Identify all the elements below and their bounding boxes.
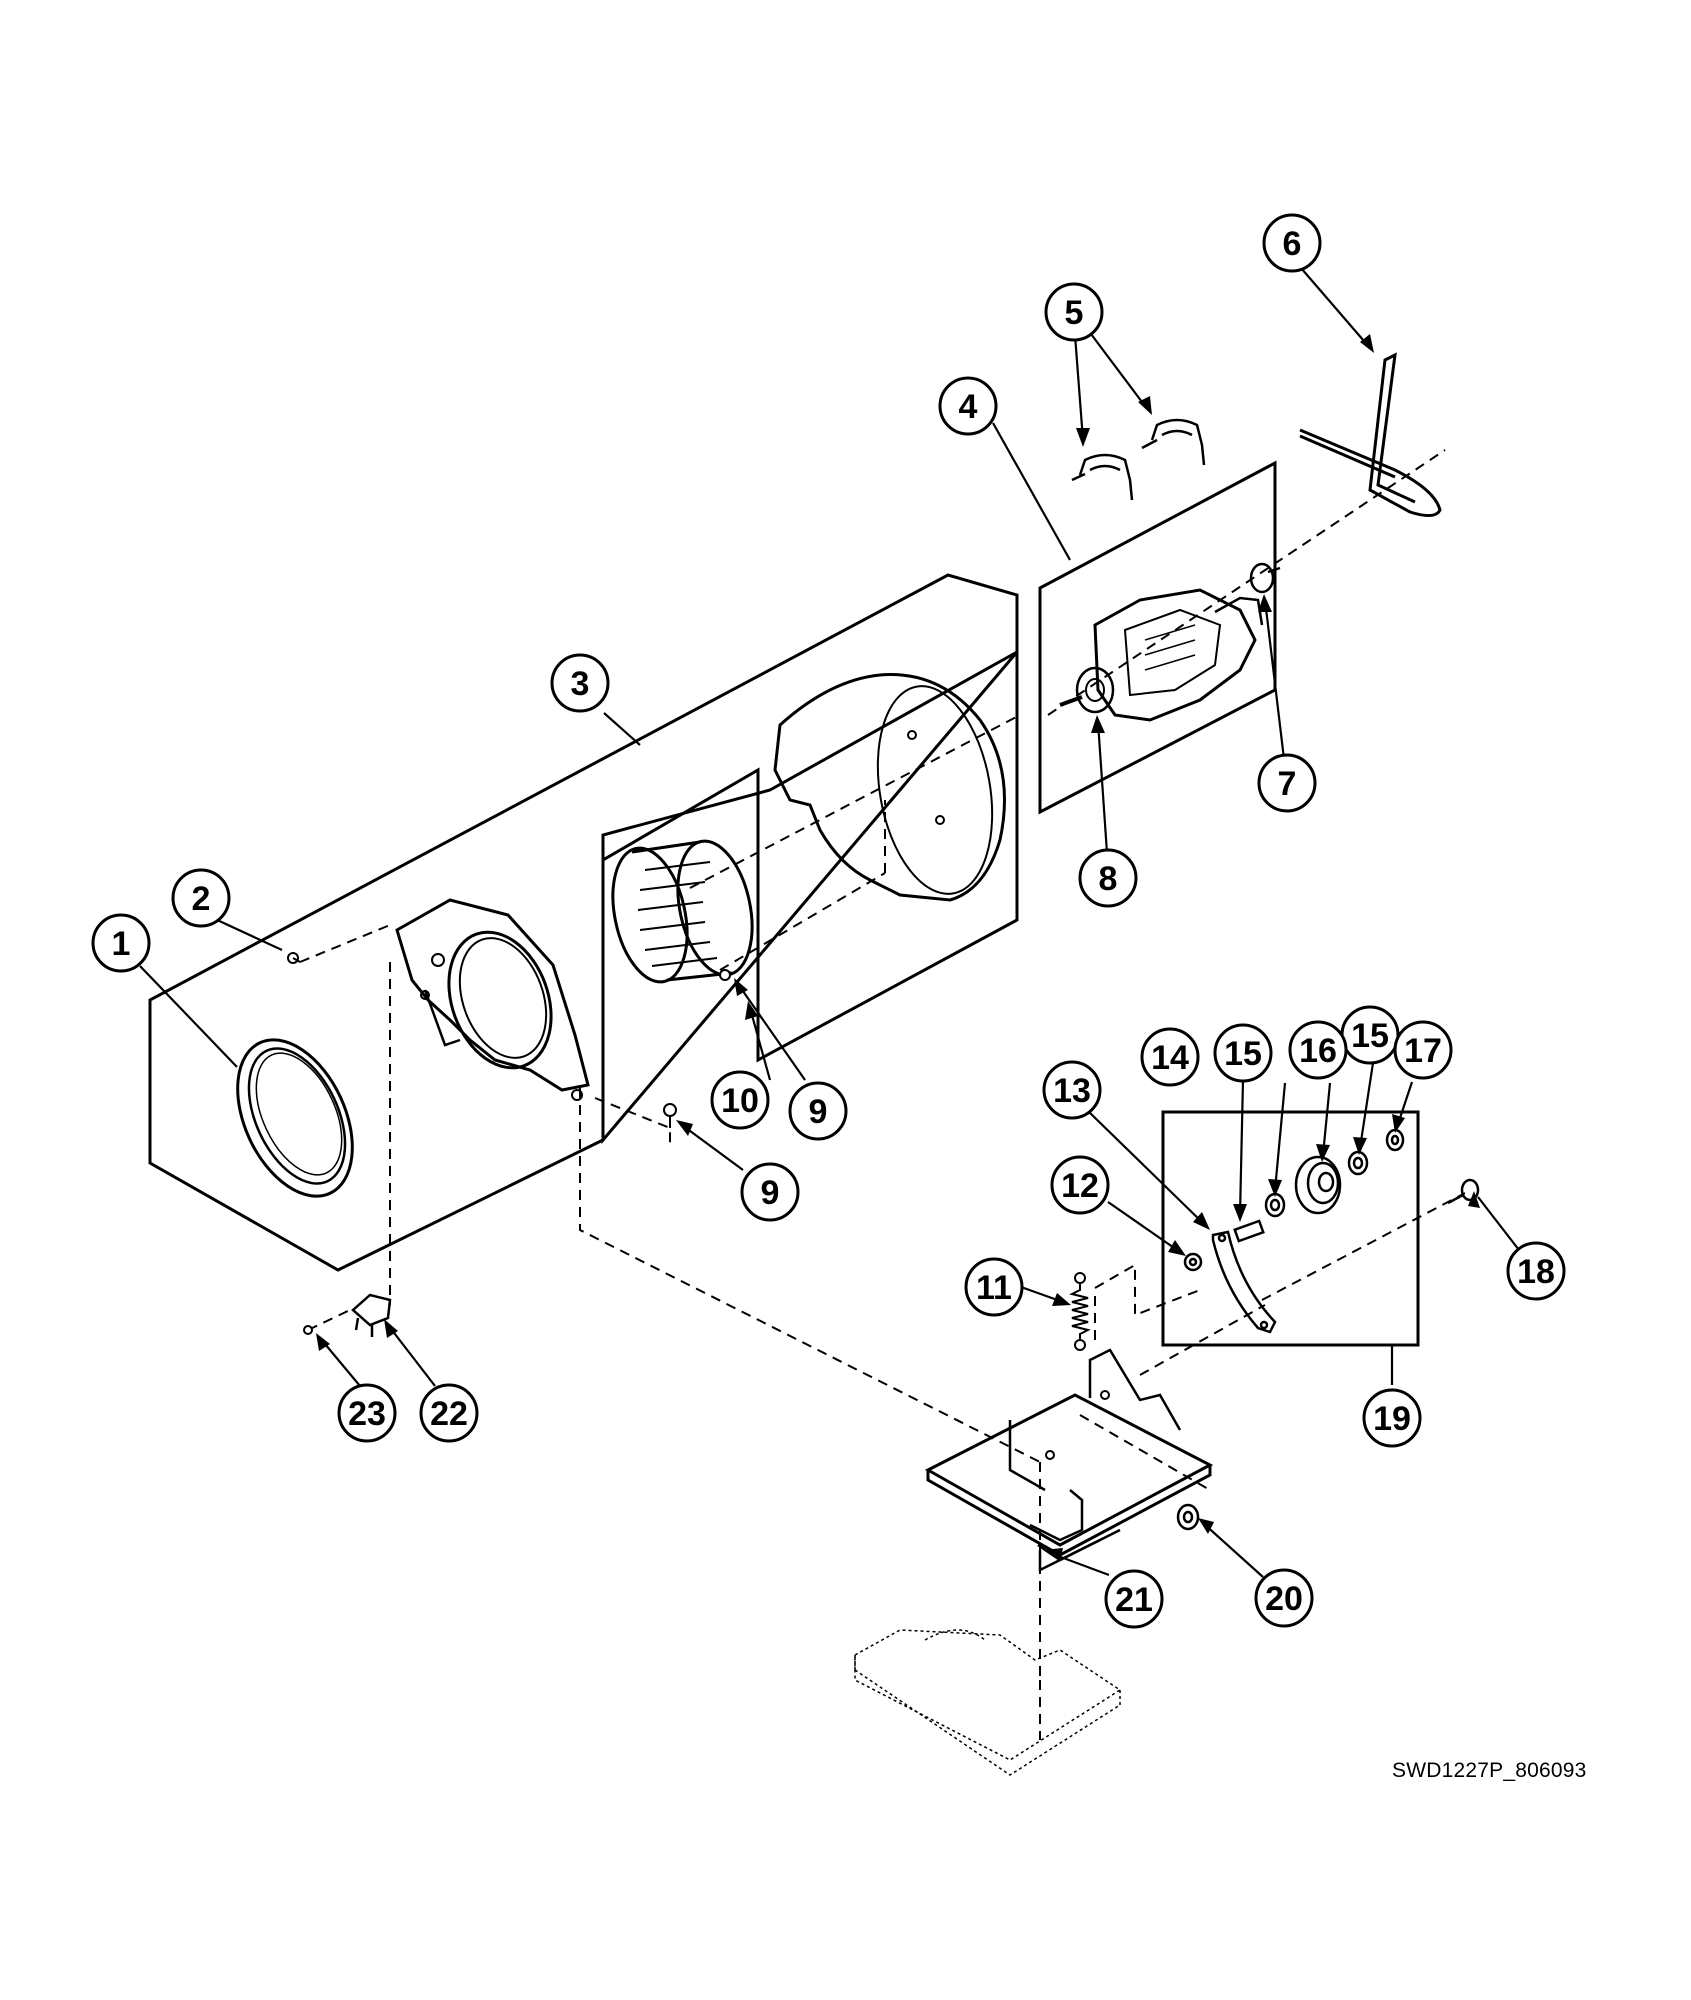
- callout-16: 16: [1288, 1020, 1348, 1080]
- callout-label: 8: [1099, 860, 1118, 898]
- clip-part-5a: [1071, 453, 1134, 501]
- callout-12: 12: [1050, 1155, 1110, 1215]
- callout-4: 4: [938, 376, 998, 436]
- assembly-lines: [299, 449, 1466, 1740]
- callout-label: 12: [1061, 1167, 1099, 1205]
- screw-part-9a: [719, 969, 731, 981]
- callout-label: 23: [348, 1395, 386, 1433]
- bolt-part-18: [1447, 1178, 1480, 1205]
- callout-label: 5: [1065, 294, 1084, 332]
- callout-label: 2: [192, 880, 211, 918]
- idler-arm-part-13: [1211, 1230, 1277, 1334]
- spring-part-11: [1069, 1272, 1091, 1351]
- callout-label: 22: [430, 1395, 468, 1433]
- motor-part-8: [1059, 588, 1264, 722]
- callout-label: 15: [1224, 1035, 1262, 1073]
- callout-6: 6: [1262, 213, 1322, 273]
- callout-3: 3: [550, 653, 610, 713]
- callout-13: 13: [1042, 1060, 1102, 1120]
- blower-wheel-part-10: [611, 839, 754, 984]
- motor-pulley-part-7: [1249, 562, 1281, 594]
- callout-20: 20: [1254, 1568, 1314, 1628]
- callout-14: 14: [1140, 1027, 1200, 1087]
- blower-housing-plate-part-3: [395, 898, 590, 1101]
- drawing-reference-code: SWD1227P_806093: [1392, 1759, 1587, 1782]
- washer-part-15b: [1347, 1150, 1369, 1176]
- nut-part-20: [1176, 1503, 1200, 1531]
- callout-label: 7: [1278, 765, 1297, 803]
- screw-part-2: [287, 952, 301, 964]
- leader-lines: [139, 267, 1520, 1578]
- callout-22: 22: [419, 1383, 479, 1443]
- housing-group-outline: [148, 573, 1019, 1272]
- belt-part-6: [1299, 352, 1442, 517]
- washer-part-15a: [1264, 1192, 1286, 1218]
- idler-pulley-part-16: [1294, 1155, 1342, 1215]
- callout-9b: 9: [740, 1162, 800, 1222]
- blower-scroll-housing: [773, 673, 1006, 902]
- blower-group-outline: [601, 647, 1019, 1145]
- callout-label: 17: [1404, 1032, 1442, 1070]
- callouts: 1 2 3 4 5 6 7 8: [91, 213, 1566, 1629]
- callout-label: 16: [1299, 1032, 1337, 1070]
- motor-group-outline: [1038, 460, 1277, 815]
- callout-label: 4: [959, 388, 978, 426]
- nut-part-12: [1183, 1252, 1203, 1272]
- callout-label: 19: [1373, 1400, 1411, 1438]
- seal-ring-part-1: [236, 1038, 354, 1198]
- clip-part-5b: [1141, 418, 1206, 466]
- callout-label: 11: [976, 1269, 1012, 1307]
- callout-5: 5: [1044, 282, 1104, 342]
- callout-11: 11: [964, 1257, 1024, 1317]
- callout-21: 21: [1104, 1569, 1164, 1629]
- motor-mount-part-21: [924, 1348, 1214, 1573]
- callout-9a: 9: [788, 1081, 848, 1141]
- callout-label: 3: [571, 665, 590, 703]
- arrowheads: [316, 334, 1480, 1561]
- callout-10: 10: [710, 1070, 770, 1130]
- thermostat-part-22: [351, 1293, 392, 1337]
- callout-15a: 15: [1213, 1023, 1273, 1083]
- callout-label: 9: [809, 1093, 828, 1131]
- callout-label: 1: [112, 925, 131, 963]
- shaft-part-14: [1233, 1219, 1265, 1243]
- callout-8: 8: [1078, 848, 1138, 908]
- callout-label: 14: [1151, 1039, 1189, 1077]
- callout-label: 10: [721, 1082, 759, 1120]
- callout-2: 2: [171, 868, 231, 928]
- callout-23: 23: [337, 1383, 397, 1443]
- screw-part-9b: [663, 1103, 677, 1128]
- callout-label: 13: [1053, 1072, 1091, 1110]
- callout-label: 21: [1115, 1581, 1153, 1619]
- callout-label: 20: [1265, 1580, 1303, 1618]
- callout-label: 15: [1351, 1017, 1389, 1055]
- callout-label: 18: [1517, 1253, 1555, 1291]
- callout-label: 9: [761, 1174, 780, 1212]
- screw-part-23: [303, 1325, 313, 1335]
- base-outline-reference: [854, 1629, 1122, 1776]
- callout-7: 7: [1257, 753, 1317, 813]
- callout-15b: 15: [1340, 1005, 1400, 1065]
- callout-label: 6: [1283, 225, 1302, 263]
- callout-1: 1: [91, 913, 151, 973]
- callout-18: 18: [1506, 1241, 1566, 1301]
- callout-17: 17: [1393, 1020, 1453, 1080]
- callout-19: 19: [1362, 1388, 1422, 1448]
- idler-group-outline: [1161, 1110, 1420, 1347]
